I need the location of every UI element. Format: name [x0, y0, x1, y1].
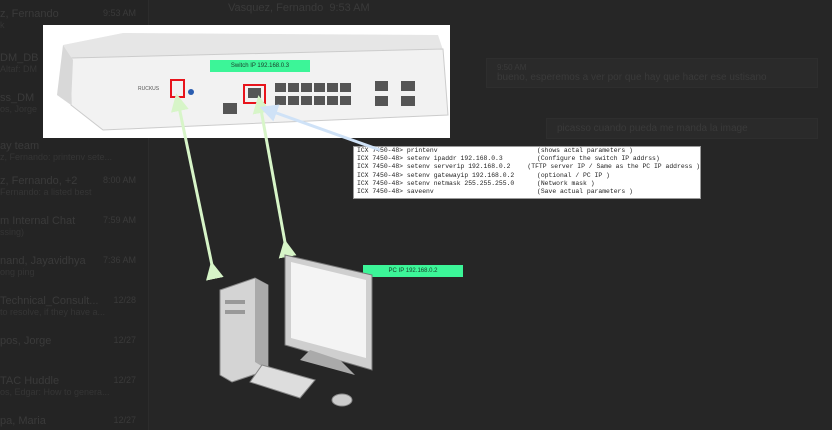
- command-description: (TFTP server IP / Same as the PC IP addr…: [527, 163, 700, 171]
- chat-preview: to resolve, if they have a...: [0, 307, 106, 317]
- chat-item[interactable]: Technical_Consult... 12/28 to resolve, if …: [0, 295, 140, 317]
- chat-time: 7:59 AM: [102, 215, 136, 225]
- chat-time: 9:53 AM: [102, 8, 136, 18]
- terminal-commands: ICX 7450-48> printenv (shows actal parame…: [353, 146, 701, 199]
- chat-preview: Fernando: a listed best: [0, 187, 92, 197]
- terminal-line: ICX 7450-48> setenv ipaddr 192.168.0.3 (C…: [354, 155, 700, 163]
- chat-name: z, Fernando, +2: [0, 175, 78, 187]
- chat-name: pa, Maria: [0, 415, 46, 427]
- chat-name: ay team: [0, 140, 40, 152]
- chat-time: 12/28: [113, 295, 136, 305]
- terminal-line: ICX 7450-48> setenv gatewayip 192.168.0.…: [354, 172, 700, 180]
- chat-name: Technical_Consult...: [0, 295, 99, 307]
- chat-name: TAC Huddle: [0, 375, 60, 387]
- chat-item[interactable]: pos, Jorge 12/27: [0, 335, 140, 347]
- message-text: picasso cuando pueda me manda la image: [557, 123, 748, 134]
- switch-illustration: RUCKUS: [57, 33, 449, 131]
- chat-preview: os, Jorge: [0, 104, 38, 114]
- chat-name: nand, Jayavidhya: [0, 255, 86, 267]
- command: ICX 7450-48> setenv gatewayip 192.168.0.…: [357, 171, 515, 179]
- pc-ip-label: PC IP 192.168.0.2: [363, 265, 463, 277]
- terminal-line: ICX 7450-48> printenv (shows actal parame…: [354, 147, 700, 155]
- chat-name: m Internal Chat: [0, 215, 76, 227]
- message-text: bueno, esperemos a ver por que hay que h…: [497, 72, 767, 83]
- terminal-line: ICX 7450-48> setenv netmask 255.255.255.…: [354, 180, 700, 188]
- command-description: (Network mask ): [537, 179, 595, 187]
- command-description: (shows actal parameters ): [537, 147, 633, 154]
- chat-preview: z, Fernando: printenv sete...: [0, 152, 113, 162]
- header-name: Vasquez, Fernando: [228, 2, 324, 14]
- chat-preview: k: [0, 20, 5, 30]
- chat-item[interactable]: m Internal Chat 7:59 AM ssing): [0, 215, 140, 237]
- chat-name: pos, Jorge: [0, 335, 52, 347]
- pc-icon: [219, 254, 373, 407]
- chat-time: 12/27: [113, 415, 136, 425]
- terminal-line: ICX 7450-48> setenv serverip 192.168.0.2…: [354, 163, 700, 171]
- command: ICX 7450-48> printenv: [357, 147, 438, 154]
- command-description: (optional / PC IP ): [537, 171, 610, 179]
- message-time: 9:50 AM: [497, 63, 527, 72]
- chat-preview: os, Edgar: How to genera...: [0, 387, 110, 397]
- chat-item[interactable]: z, Fernando 9:53 AM k: [0, 8, 140, 30]
- chat-name: z, Fernando: [0, 8, 59, 20]
- chat-time: 12/27: [113, 375, 136, 385]
- command: ICX 7450-48> setenv ipaddr 192.168.0.3: [357, 155, 503, 163]
- switch-brand: RUCKUS: [138, 86, 160, 92]
- chat-name: DM_DB: [0, 52, 39, 64]
- chat-item[interactable]: z, Fernando, +2 8:00 AM Fernando: a listed…: [0, 175, 140, 197]
- terminal-line: ICX 7450-48> saveenv (Save actual paramet…: [354, 188, 700, 196]
- command-description: (Configure the switch IP addrss): [537, 155, 660, 163]
- switch-ip-label: Switch IP 192.168.0.3: [210, 60, 310, 72]
- chat-time: 7:36 AM: [102, 255, 136, 265]
- switch-image: RUCKUS: [43, 25, 450, 138]
- header-time: 9:53 AM: [329, 2, 370, 14]
- chat-preview: Altaf: DM: [0, 64, 38, 74]
- chat-item[interactable]: nand, Jayavidhya 7:36 AM ong ping: [0, 255, 140, 277]
- chat-time: 8:00 AM: [102, 175, 136, 185]
- command: ICX 7450-48> saveenv: [357, 187, 434, 195]
- chat-item[interactable]: pa, Maria 12/27: [0, 415, 140, 427]
- chat-header: Vasquez, Fernando 9:53 AM: [228, 2, 370, 14]
- command-description: (Save actual parameters ): [537, 187, 633, 195]
- command: ICX 7450-48> setenv serverip 192.168.0.2: [357, 163, 511, 171]
- command: ICX 7450-48> setenv netmask 255.255.255.…: [357, 179, 515, 187]
- chat-message: picasso cuando pueda me manda la image: [546, 118, 818, 139]
- chat-name: ss_DM: [0, 92, 35, 104]
- chat-time: 12/27: [113, 335, 136, 345]
- chat-preview: ssing): [0, 227, 25, 237]
- chat-preview: ong ping: [0, 267, 35, 277]
